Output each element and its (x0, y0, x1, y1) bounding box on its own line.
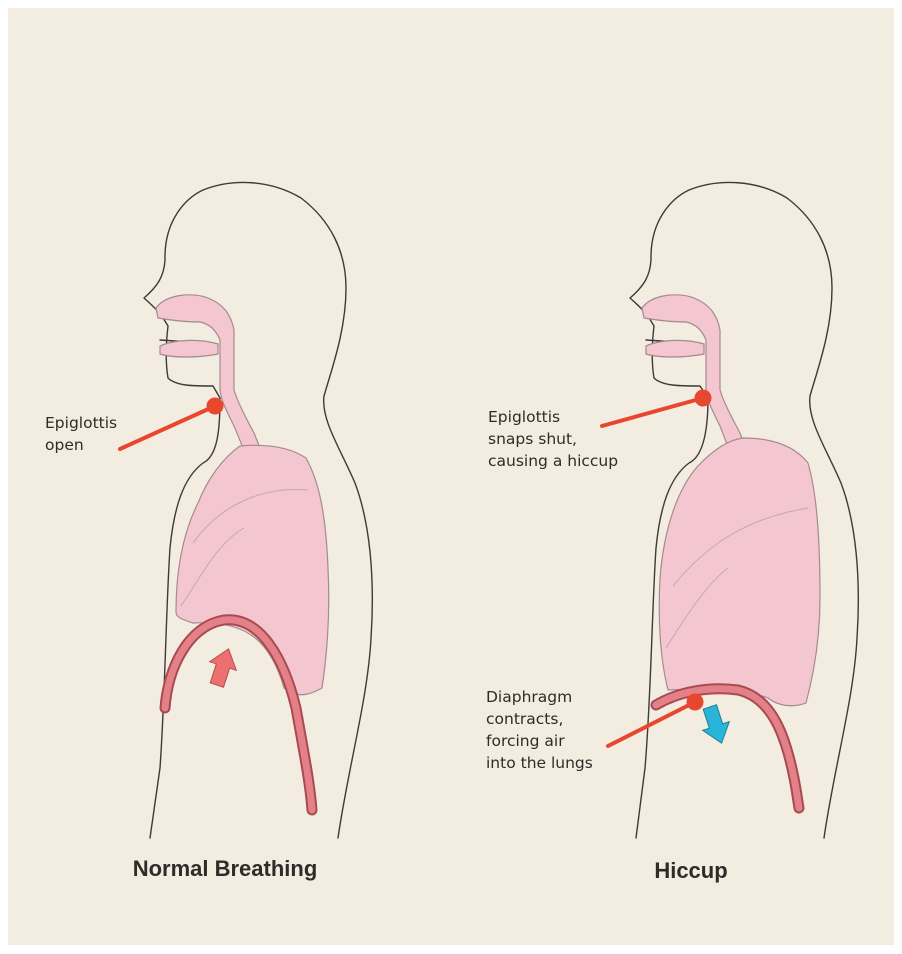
caption-hiccup: Hiccup (654, 858, 727, 883)
epiglottis-label-line1: Epiglottis (45, 414, 117, 432)
epiglottis-label-line3: causing a hiccup (488, 452, 618, 470)
epiglottis-pointer (120, 406, 215, 449)
diaphragm-label-line4: into the lungs (486, 754, 593, 772)
diaphragm-label-line2: contracts, (486, 710, 563, 728)
lungs (176, 445, 329, 694)
epiglottis-marker (695, 390, 712, 407)
diaphragm (656, 689, 799, 808)
tongue (160, 340, 218, 357)
epiglottis-pointer (602, 398, 703, 426)
diaphragm-pointer (608, 702, 695, 746)
lungs (659, 438, 820, 706)
figure-normal-breathing: Epiglottis open Normal Breathing (45, 182, 372, 881)
diaphragm-label-line1: Diaphragm (486, 688, 572, 706)
epiglottis-marker (207, 398, 224, 415)
caption-normal-breathing: Normal Breathing (133, 856, 318, 881)
breathing-comparison-svg: Epiglottis open Normal Breathing Epiglot… (8, 8, 894, 945)
up-arrow-icon (204, 645, 242, 690)
diaphragm (656, 689, 799, 808)
epiglottis-label-line2: open (45, 436, 84, 454)
airway (642, 295, 746, 452)
tongue (646, 340, 704, 357)
diaphragm-marker (687, 694, 704, 711)
diagram-canvas: Epiglottis open Normal Breathing Epiglot… (8, 8, 894, 945)
down-arrow-icon (697, 703, 735, 748)
figure-hiccup: Epiglottis snaps shut, causing a hiccup … (486, 182, 858, 883)
epiglottis-label-line1: Epiglottis (488, 408, 560, 426)
epiglottis-label-line2: snaps shut, (488, 430, 577, 448)
diaphragm-label-line3: forcing air (486, 732, 565, 750)
